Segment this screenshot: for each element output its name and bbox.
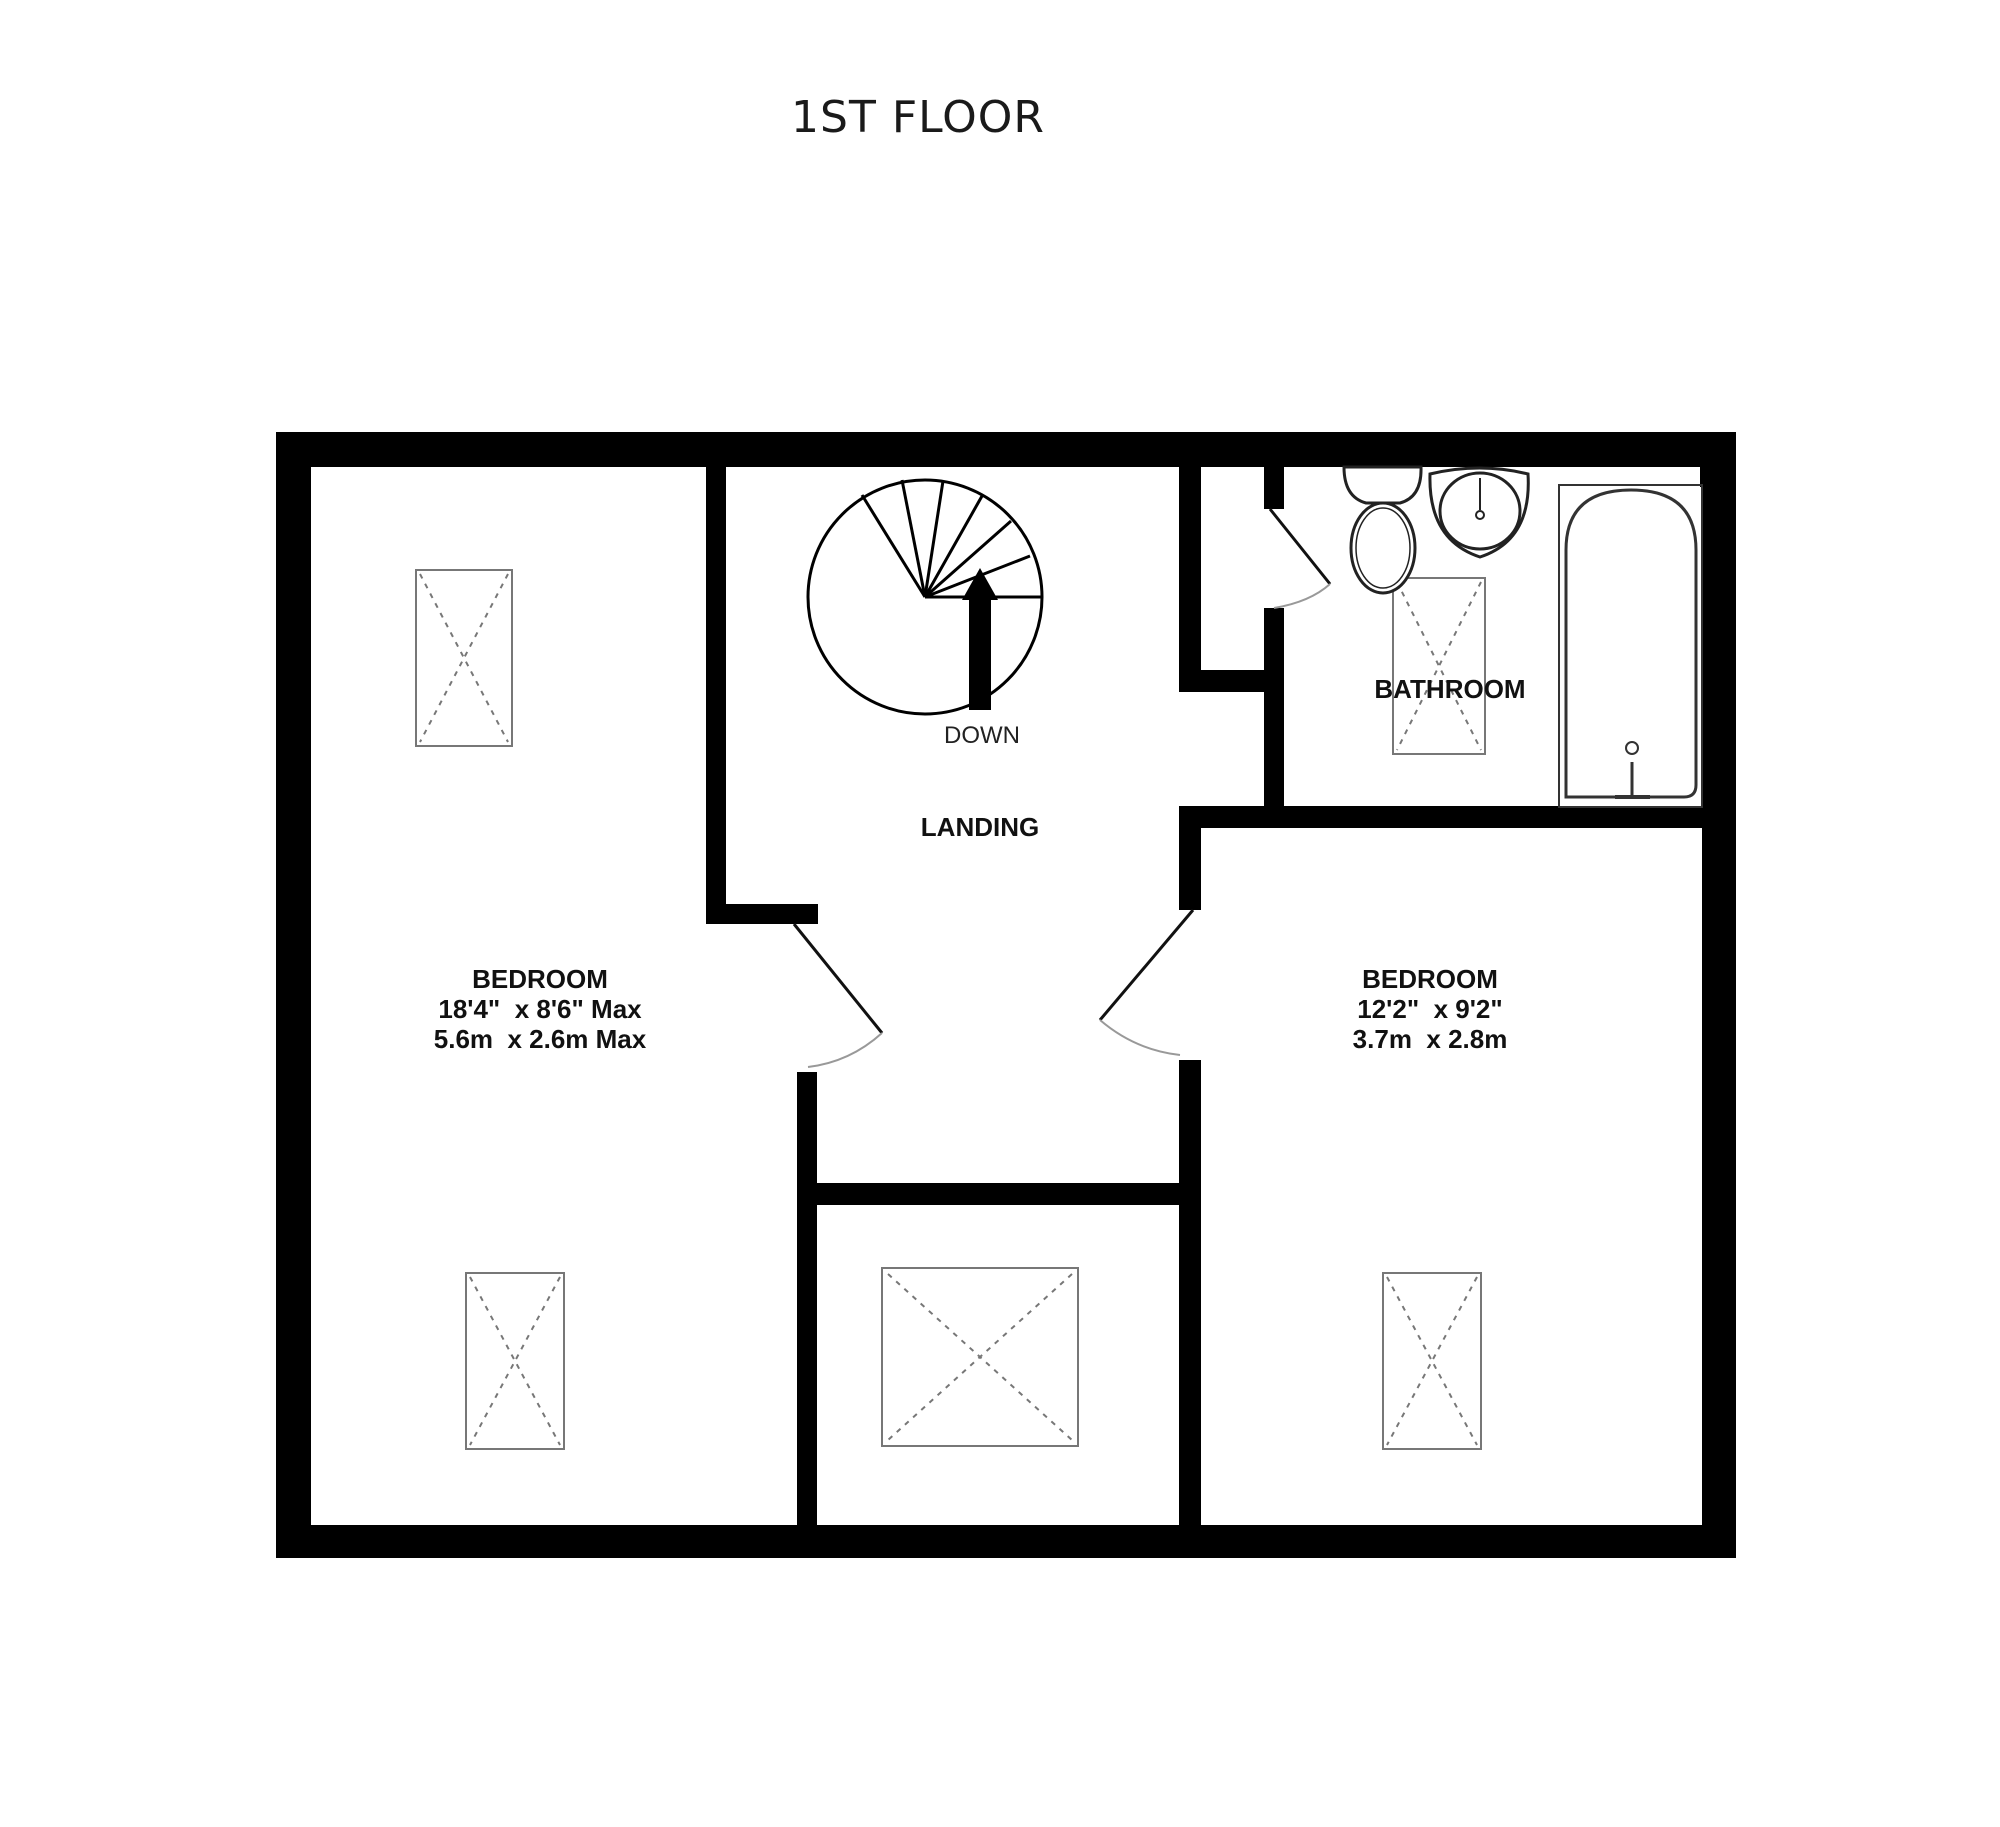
wall-bedroom-landing-upper	[706, 467, 726, 924]
skylight-icon	[881, 1267, 1079, 1447]
wall-bathroom-cupboard-left	[1179, 467, 1201, 692]
door-left-bedroom[interactable]	[792, 923, 884, 1068]
arrow-up-icon	[962, 568, 998, 710]
skylight-icon	[1392, 577, 1486, 755]
room-label-landing: LANDING	[880, 812, 1080, 842]
spiral-stair-icon[interactable]	[806, 478, 1044, 716]
wall-bathroom-door-bottom	[1264, 608, 1284, 828]
room-dimensions-metric: 3.7m x 2.8m	[1352, 1024, 1508, 1054]
wall-bathroom-door-top	[1264, 467, 1284, 509]
room-name: LANDING	[920, 812, 1040, 842]
wall-bottom	[276, 1525, 1736, 1558]
skylights	[415, 569, 1486, 1450]
wall-bathroom-cupboard-bottom	[1179, 670, 1271, 692]
skylight-icon	[465, 1272, 565, 1450]
room-dimensions-imperial: 12'2" x 9'2"	[1357, 994, 1503, 1024]
wall-cupboard-top	[797, 1183, 1179, 1205]
stair-direction-label: DOWN	[944, 722, 1020, 749]
bathtub-icon	[1558, 484, 1703, 808]
room-label-bedroom-right: BEDROOM 12'2" x 9'2" 3.7m x 2.8m	[1300, 964, 1560, 1054]
wall-right-bedroom-upper	[1179, 806, 1201, 910]
door-bathroom[interactable]	[1268, 508, 1332, 609]
skylight-icon	[415, 569, 513, 747]
room-dimensions-imperial: 18'4" x 8'6" Max	[438, 994, 642, 1024]
wall-left	[276, 432, 311, 1558]
door-right-bedroom[interactable]	[1098, 909, 1195, 1056]
floor-title: 1ST FLOOR	[791, 92, 1045, 143]
wall-bedroom-landing-return	[706, 904, 818, 924]
toilet-icon	[1342, 465, 1423, 595]
wall-bathroom-bottom	[1179, 806, 1736, 828]
room-dimensions-metric: 5.6m x 2.6m Max	[433, 1024, 647, 1054]
doors	[792, 508, 1332, 1068]
wall-right	[1702, 432, 1736, 1558]
skylight-icon	[1382, 1272, 1482, 1450]
room-label-bathroom: BATHROOM	[1340, 674, 1560, 704]
wall-step	[1700, 467, 1704, 487]
room-name: BEDROOM	[1362, 964, 1498, 994]
room-name: BATHROOM	[1374, 674, 1526, 704]
wall-left-lower	[797, 1072, 817, 1558]
room-label-bedroom-left: BEDROOM 18'4" x 8'6" Max 5.6m x 2.6m Max	[380, 964, 700, 1054]
wall-top	[276, 432, 1736, 467]
wall-right-bedroom-lower	[1179, 1060, 1201, 1558]
room-name: BEDROOM	[472, 964, 608, 994]
basin-icon	[1428, 466, 1530, 559]
walls	[276, 432, 1736, 1558]
